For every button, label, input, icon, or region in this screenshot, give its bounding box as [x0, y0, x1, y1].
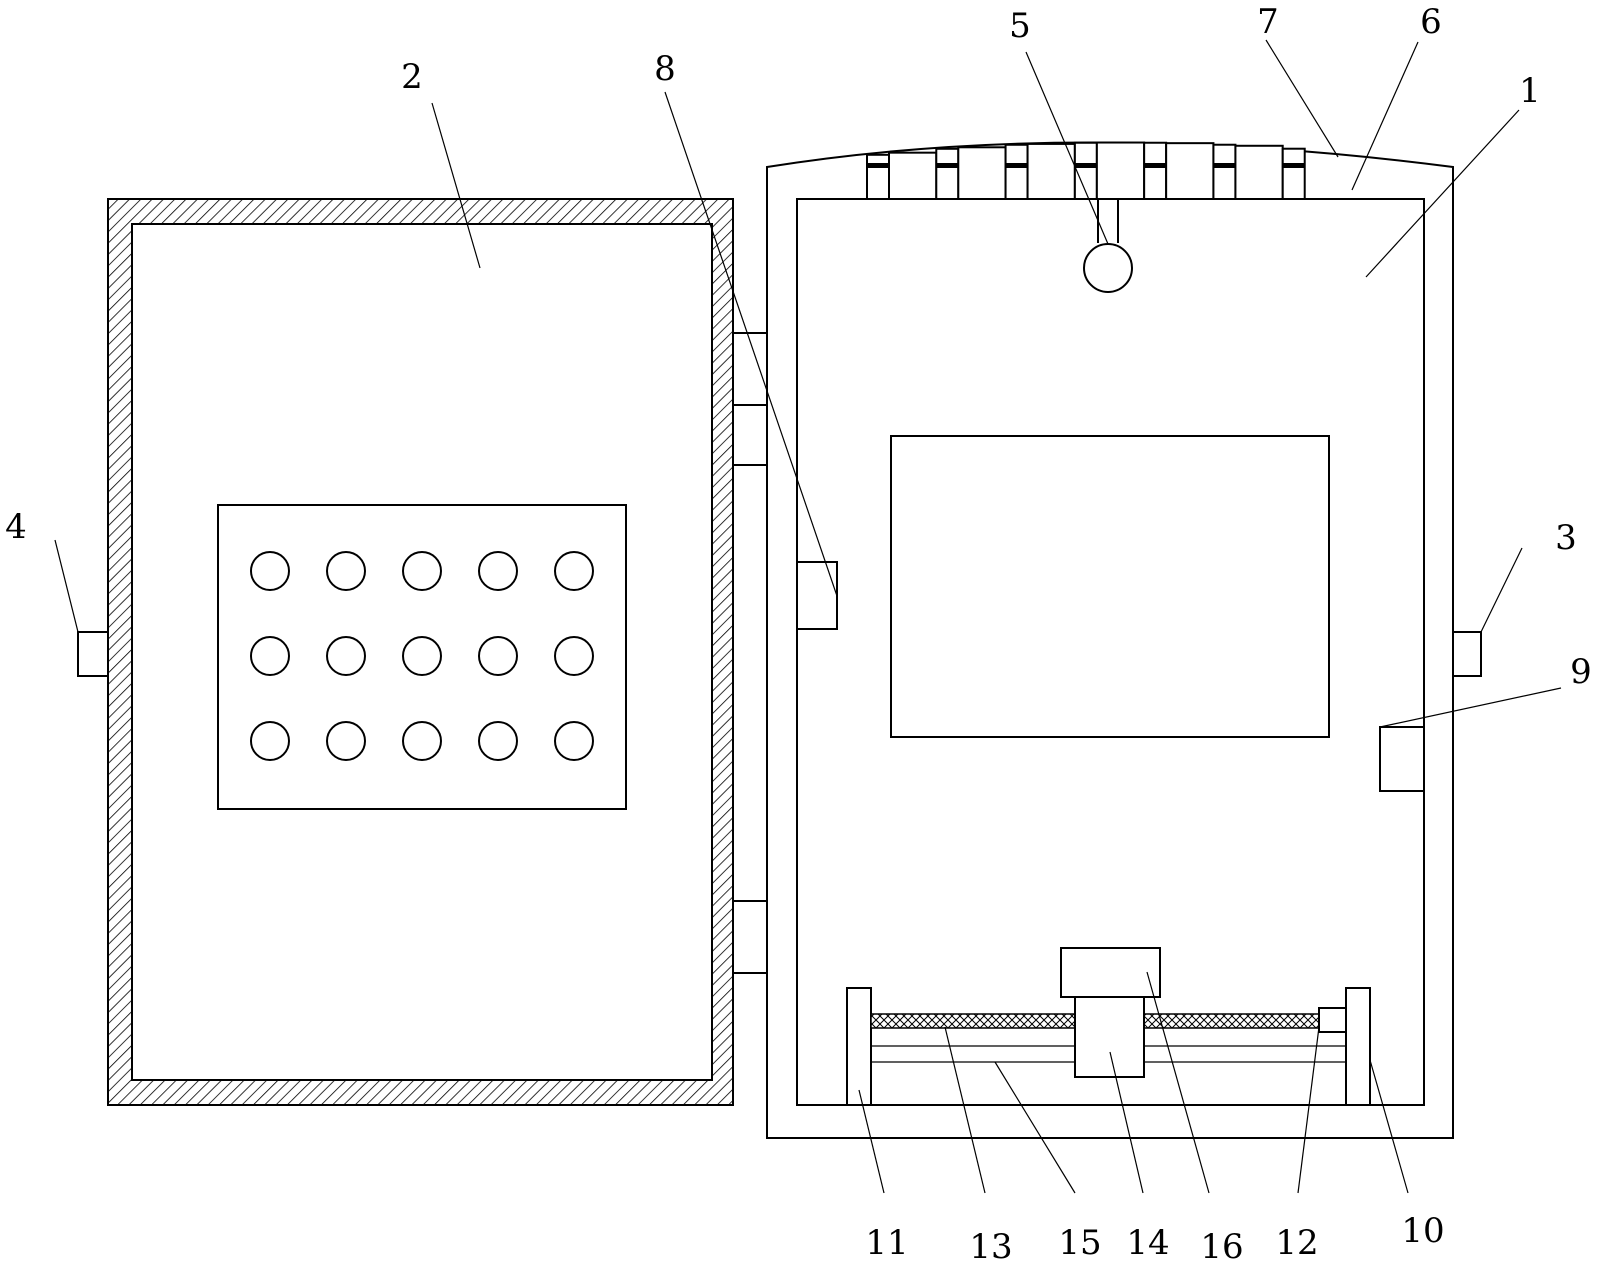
- door-handle-4: [77, 631, 109, 677]
- vent-slot: [1004, 143, 1029, 200]
- keypad-button: [402, 721, 442, 761]
- vent-filter-bar: [1005, 163, 1028, 168]
- door-panel: [107, 198, 734, 1106]
- vent-fin: [888, 151, 938, 201]
- vent-fin: [1026, 142, 1076, 201]
- vent-filter-bar: [1213, 163, 1236, 168]
- label-3: 3: [1555, 518, 1577, 558]
- vent-fin: [1234, 144, 1284, 200]
- vent-filter-bar: [1074, 163, 1097, 168]
- leader-lines: [54, 39, 1562, 1194]
- keypad-button: [478, 721, 518, 761]
- ventilation-slots: [866, 141, 1306, 201]
- label-11: 11: [865, 1223, 908, 1263]
- label-16: 16: [1200, 1227, 1243, 1263]
- keypad-button: [478, 551, 518, 591]
- vent-filter-bar: [936, 163, 959, 168]
- vent-slot: [935, 147, 960, 200]
- label-9: 9: [1570, 652, 1592, 692]
- vent-slot: [1281, 147, 1306, 200]
- rail-support-11: [846, 987, 872, 1106]
- display-window: [890, 435, 1330, 738]
- keypad-button: [554, 551, 594, 591]
- keypad-button: [250, 636, 290, 676]
- component-9: [1379, 726, 1425, 792]
- vent-slot: [1212, 143, 1237, 200]
- label-7: 7: [1257, 2, 1279, 42]
- keypad-button: [250, 551, 290, 591]
- label-10: 10: [1401, 1211, 1444, 1251]
- slide-mechanism: [846, 947, 1371, 1106]
- label-12: 12: [1275, 1223, 1318, 1263]
- label-1: 1: [1519, 71, 1541, 111]
- vent-filter-bar: [1144, 163, 1167, 168]
- label-13: 13: [969, 1227, 1012, 1263]
- vent-fin: [957, 146, 1007, 200]
- reference-numerals: 1 2 3 4 5 6 7 8 9 10 11 12 13 14 15 16: [5, 2, 1592, 1263]
- keypad-button: [402, 551, 442, 591]
- keypad-button: [402, 636, 442, 676]
- vent-slot: [1073, 141, 1098, 200]
- keypad-button: [326, 721, 366, 761]
- vent-slot: [1143, 141, 1168, 201]
- hinges: [732, 332, 768, 974]
- vent-fin: [1165, 142, 1215, 201]
- vent-fin: [1095, 141, 1146, 200]
- label-4: 4: [5, 507, 27, 547]
- label-15: 15: [1058, 1223, 1101, 1263]
- label-8: 8: [654, 49, 676, 89]
- vent-slot: [866, 153, 890, 200]
- slider-block-14: [1074, 994, 1145, 1078]
- component-8: [796, 561, 838, 630]
- keypad-button: [326, 551, 366, 591]
- label-5: 5: [1009, 6, 1031, 46]
- clamp-head-16: [1060, 947, 1161, 998]
- keypad-buttons: [250, 551, 594, 761]
- keypad-button: [554, 636, 594, 676]
- keypad-button: [250, 721, 290, 761]
- keypad-panel: [217, 504, 627, 810]
- label-2: 2: [401, 57, 423, 97]
- rail-support-10: [1345, 987, 1371, 1106]
- vent-filter-bar: [867, 163, 889, 168]
- keypad-button: [554, 721, 594, 761]
- motor-12: [1318, 1007, 1347, 1033]
- keypad-button: [326, 636, 366, 676]
- vent-filter-bar: [1282, 163, 1305, 168]
- keypad-button: [478, 636, 518, 676]
- cabinet-handle-3: [1452, 631, 1482, 677]
- label-6: 6: [1420, 2, 1442, 42]
- sensor-5: [1083, 199, 1133, 293]
- label-14: 14: [1126, 1223, 1169, 1263]
